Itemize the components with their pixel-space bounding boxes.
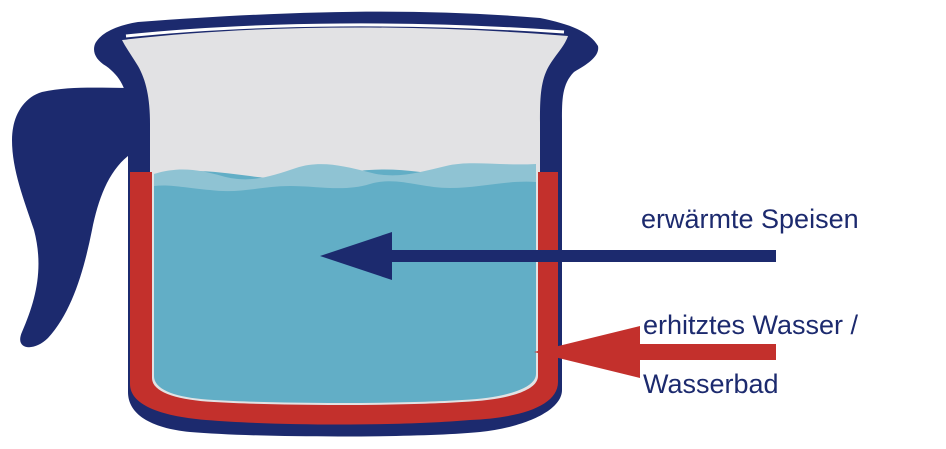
label-heated-food: erwärmte Speisen bbox=[641, 204, 859, 234]
label-hot-water-line2: Wasserbad bbox=[643, 369, 779, 399]
label-hot-water-line1: erhitztes Wasser / bbox=[643, 310, 859, 340]
water-bath-wall bbox=[130, 172, 558, 425]
heated-food-arrow bbox=[320, 232, 776, 280]
hot-water-arrow bbox=[534, 326, 776, 378]
arrow-left-icon bbox=[534, 326, 776, 378]
food-surface-wave bbox=[154, 163, 536, 192]
pot-handle-icon bbox=[12, 87, 128, 348]
heated-food-fill bbox=[154, 169, 536, 403]
pot-rim bbox=[125, 23, 565, 38]
arrow-left-icon bbox=[320, 232, 776, 280]
